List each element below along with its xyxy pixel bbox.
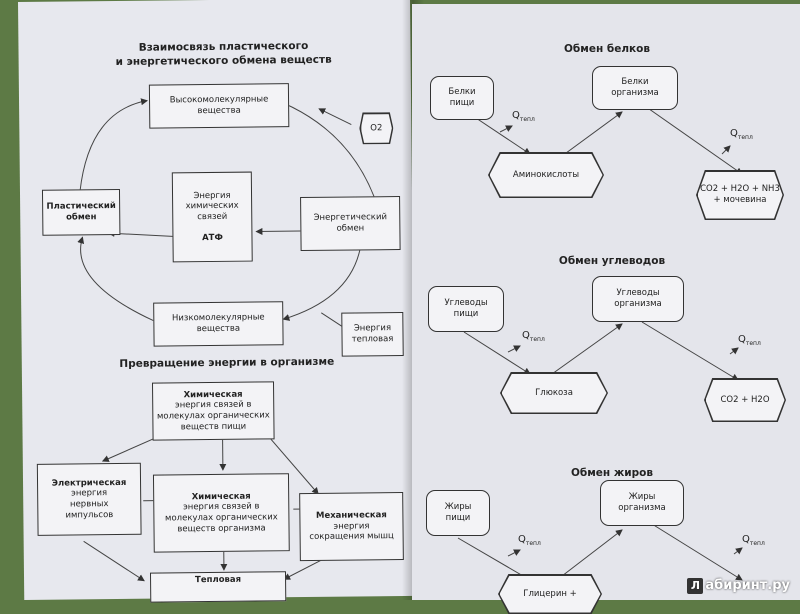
watermark-letter: Л	[687, 578, 704, 594]
chemical-organism-text: энергия связей в молекулах органических …	[164, 501, 278, 534]
food-carbs-box: Углеводы пищи	[428, 286, 504, 332]
q-symbol: Q	[738, 334, 746, 345]
fats-title: Обмен жиров	[570, 467, 654, 479]
q-symbol: Q	[512, 110, 520, 121]
carb-products-node: CO2 + H2O	[704, 378, 786, 422]
chemical-energy-box: Энергия химических связей АТФ	[171, 171, 253, 263]
protein-products-label: CO2 + H2O + NH3 + мочевина	[697, 171, 783, 219]
chemical-food-text: энергия связей в молекулах органических …	[156, 399, 270, 432]
q-symbol: Q	[730, 128, 738, 139]
q-symbol: Q	[522, 330, 530, 341]
heat-label-carb-2: Qтепл	[738, 334, 761, 347]
energy-exchange-box: Энергетический обмен	[300, 196, 401, 252]
watermark-text: абиринт.ру	[705, 578, 790, 593]
q-symbol: Q	[518, 534, 526, 545]
glucose-label: Глюкоза	[501, 373, 607, 413]
heat-label-protein-1: Qтепл	[512, 110, 535, 123]
high-molecular-box: Высокомолекулярные вещества	[148, 83, 290, 129]
low-molecular-box: Низкомолекулярные вещества	[153, 301, 284, 347]
left-page: Взаимосвязь пластического и энергетическ…	[18, 0, 417, 603]
amino-acids-label: Аминокислоты	[489, 153, 603, 197]
carbs-title: Обмен углеводов	[558, 255, 666, 267]
heat-label-fat-1: Qтепл	[518, 534, 541, 547]
carb-products-label: CO2 + H2O	[705, 379, 785, 421]
mechanical-heading: Механическая	[315, 510, 387, 521]
chemical-food-heading: Химическая	[183, 389, 243, 401]
energy-conversion-title: Превращение энергии в организме	[119, 355, 335, 370]
right-connectors	[457, 103, 743, 581]
amino-acids-node: Аминокислоты	[488, 152, 604, 198]
q-subscript: тепл	[525, 540, 541, 547]
protein-products-node: CO2 + H2O + NH3 + мочевина	[696, 170, 784, 220]
heat-label-fat-2: Qтепл	[742, 534, 765, 547]
metabolism-link-title: Взаимосвязь пластического и энергетическ…	[115, 39, 332, 69]
heat-label-protein-2: Qтепл	[730, 128, 753, 141]
mechanical-text: энергия сокращения мышц	[309, 521, 394, 543]
electrical-box: Электрическая энергия нервных импульсов	[36, 462, 142, 536]
q-subscript: тепл	[745, 340, 761, 347]
plastic-exchange-box: Пластический обмен	[41, 188, 121, 236]
chemical-organism-heading: Химическая	[191, 491, 251, 502]
chemical-energy-label: Энергия химических связей	[185, 190, 239, 223]
electrical-text: энергия нервных импульсов	[65, 488, 114, 521]
food-proteins-box: Белки пищи	[430, 76, 494, 120]
mechanical-box: Механическая энергия сокращения мышц	[299, 491, 404, 562]
organism-fats-box: Жиры организма	[600, 480, 684, 526]
glycerin-label: Глицерин +	[499, 575, 601, 613]
q-symbol: Q	[742, 534, 750, 545]
q-subscript: тепл	[737, 134, 753, 141]
chemical-organism-box: Химическая энергия связей в молекулах ор…	[152, 473, 290, 553]
q-subscript: тепл	[519, 116, 535, 123]
organism-carbs-box: Углеводы организма	[592, 276, 684, 322]
thermal-box: Тепловая	[149, 571, 287, 603]
atp-label: АТФ	[202, 232, 223, 243]
heat-label-carb-1: Qтепл	[522, 330, 545, 343]
heat-energy-box: Энергия тепловая	[341, 311, 404, 357]
glucose-node: Глюкоза	[500, 372, 608, 414]
oxygen-node: О2	[359, 112, 393, 144]
oxygen-label: О2	[361, 114, 392, 143]
glycerin-node: Глицерин +	[498, 574, 602, 614]
q-subscript: тепл	[749, 540, 765, 547]
proteins-title: Обмен белков	[564, 43, 650, 55]
organism-proteins-box: Белки организма	[592, 66, 678, 110]
food-fats-box: Жиры пищи	[426, 490, 490, 536]
chemical-food-box: Химическая энергия связей в молекулах ор…	[151, 381, 275, 441]
q-subscript: тепл	[529, 336, 545, 343]
electrical-heading: Электрическая	[51, 477, 127, 489]
right-page: Обмен белков Белки пищи Белки организма …	[412, 4, 800, 614]
